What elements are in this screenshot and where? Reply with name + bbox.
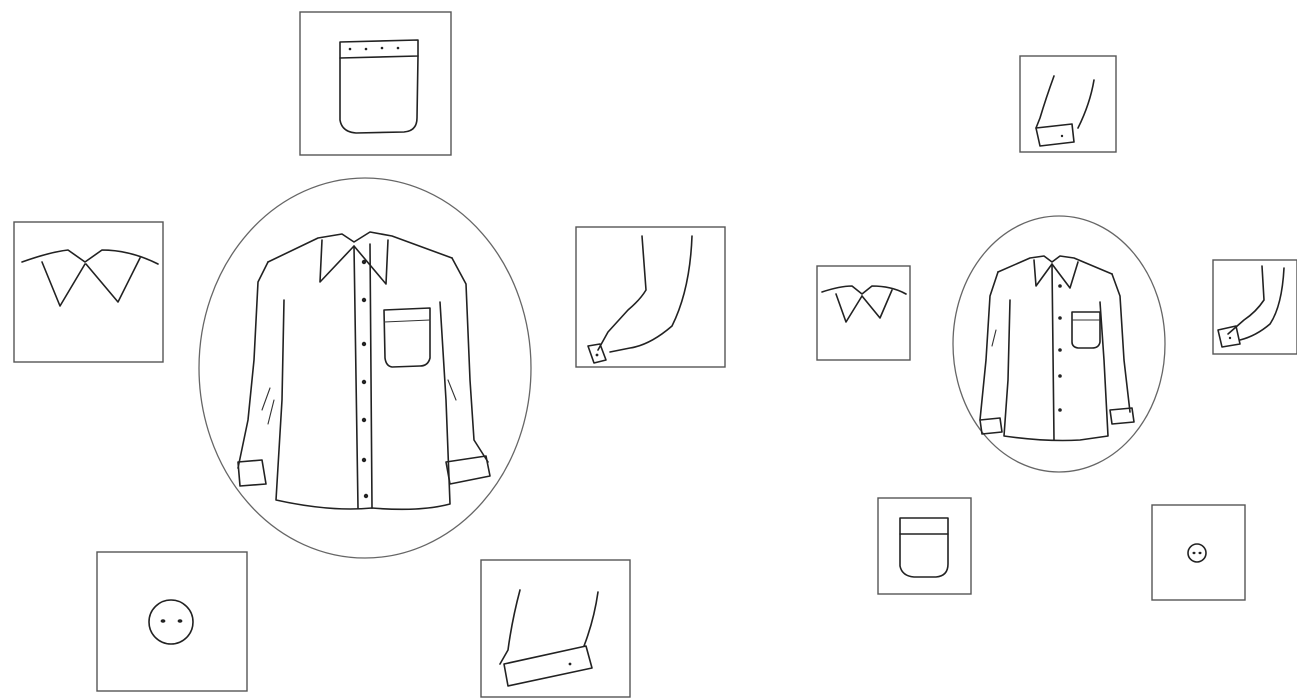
cuff-frame-large — [481, 560, 630, 697]
collar-frame-small — [817, 266, 910, 360]
button-frame-small — [1152, 505, 1245, 600]
shirt-drawing-large — [238, 232, 490, 509]
shirt-circle-small — [953, 216, 1165, 472]
button-frame-large — [97, 552, 247, 691]
shirt-drawing-small — [980, 256, 1134, 441]
sleeve-cuff-frame-small — [1213, 260, 1297, 354]
cuff-frame-small — [1020, 56, 1116, 152]
large-group — [14, 12, 725, 697]
pocket-frame-large — [300, 12, 451, 155]
collar-frame-large — [14, 222, 163, 362]
sleeve-cuff-frame-large — [576, 227, 725, 367]
shirt-circle-large — [199, 178, 531, 558]
pocket-frame-small — [878, 498, 971, 594]
small-group — [817, 56, 1297, 600]
